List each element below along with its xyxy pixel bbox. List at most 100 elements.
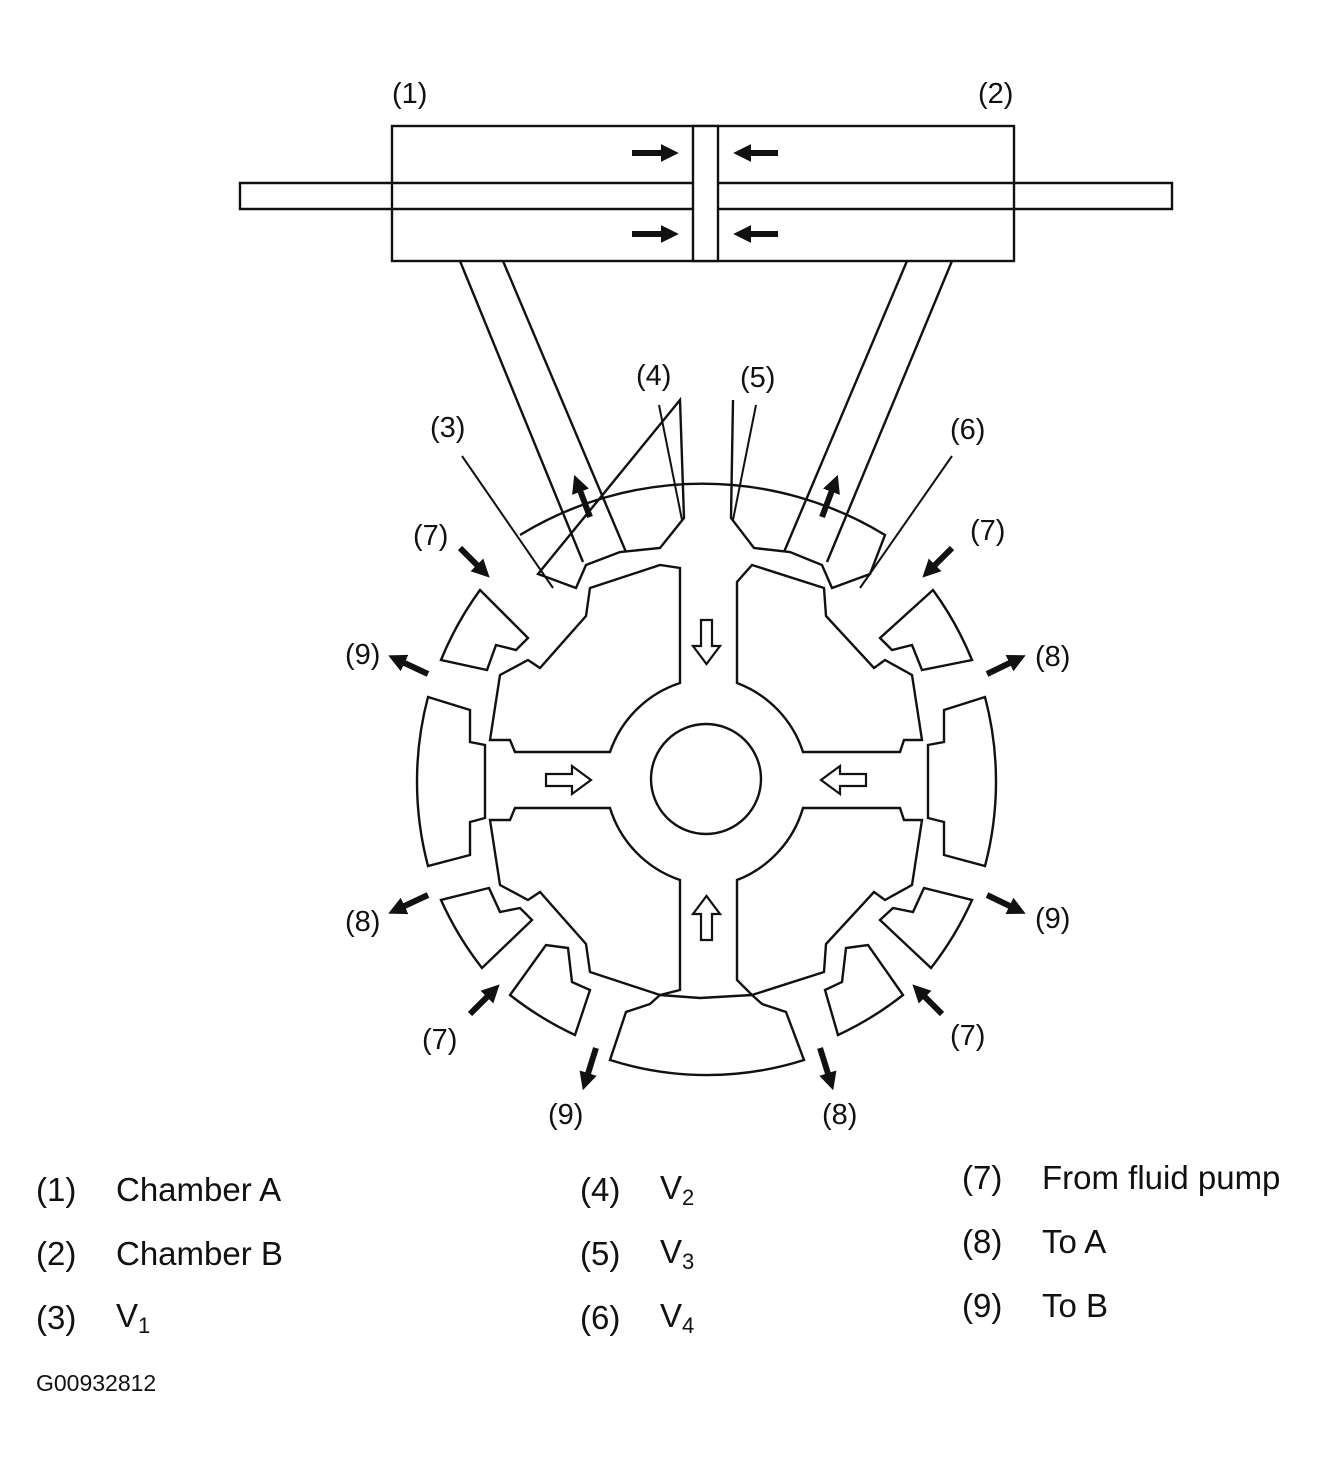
legend-subscript: 1 — [138, 1313, 151, 1338]
legend-text: From fluid pump — [1042, 1159, 1281, 1196]
rotary-valve-diagram: (1) (2) (3) (4) (5) (6) (7) (7) (9) (8) … — [238, 78, 1174, 1131]
label-from-pump-bottom-left: (7) — [422, 1024, 457, 1056]
legend-number: (2) — [36, 1235, 77, 1272]
arrow-to-b-right — [985, 892, 1026, 914]
rotor-quadrant-lower-left — [488, 806, 682, 997]
rod-inside-chamber — [392, 181, 1014, 211]
label-v3: (5) — [740, 362, 775, 394]
legend-item-v3: (5) V3 — [580, 1222, 694, 1286]
label-to-b-left: (9) — [345, 639, 380, 671]
arrow-from-pump-top-right — [922, 545, 955, 578]
arrow-from-pump-bottom-left — [467, 984, 500, 1017]
figure-code: G00932812 — [36, 1370, 157, 1396]
legend-symbol: V — [116, 1297, 139, 1334]
legend-symbol: V — [660, 1297, 683, 1334]
legend-number: (8) — [962, 1223, 1003, 1260]
rotor-quadrant-upper-right — [735, 563, 924, 754]
legend-item-to-a: (8) To A — [962, 1210, 1280, 1274]
power-cylinder — [238, 124, 1174, 263]
arrow-to-a-bottom — [817, 1047, 837, 1091]
legend-text: V2 — [660, 1169, 694, 1211]
rotor-shaft — [649, 722, 763, 836]
label-from-pump-top-left: (7) — [413, 520, 448, 552]
legend-item-from-pump: (7) From fluid pump — [962, 1146, 1280, 1210]
housing-bottom-left — [508, 943, 592, 1037]
internal-flow-arrows — [544, 618, 868, 942]
leader-v4 — [859, 455, 953, 589]
legend-item-v4: (6) V4 — [580, 1286, 694, 1350]
hollow-arrow-right — [544, 763, 593, 797]
legend-text: Chamber B — [116, 1235, 283, 1272]
housing-lower-left — [439, 886, 534, 970]
legend-text: Chamber A — [116, 1171, 282, 1208]
legend-column-2: (4) V2 (5) V3 (6) V4 — [580, 1158, 694, 1350]
legend-subscript: 2 — [682, 1185, 695, 1210]
arrow-from-pump-bottom-right — [912, 984, 945, 1017]
hollow-arrow-down — [690, 618, 723, 666]
label-from-pump-bottom-right: (7) — [950, 1020, 985, 1052]
label-v2: (4) — [636, 360, 671, 392]
legend-subscript: 4 — [682, 1313, 695, 1338]
leader-v2 — [658, 404, 683, 521]
label-to-b-right: (9) — [1035, 903, 1070, 935]
legend-number: (4) — [580, 1171, 621, 1208]
line-to-chamber-b — [782, 260, 954, 563]
legend-number: (6) — [580, 1299, 621, 1336]
hollow-arrow-left — [819, 763, 868, 797]
legend-text: V3 — [660, 1233, 694, 1275]
label-from-pump-top-right: (7) — [970, 515, 1005, 547]
label-v1: (3) — [430, 412, 465, 444]
legend-subscript: 3 — [682, 1249, 695, 1274]
arrow-to-b-left — [388, 654, 430, 677]
legend-text: To B — [1042, 1287, 1109, 1324]
label-v4: (6) — [950, 414, 985, 446]
legend-column-1: (1) Chamber A (2) Chamber B (3) V1 — [36, 1158, 283, 1350]
label-to-a-right: (8) — [1035, 641, 1070, 673]
legend-item-to-b: (9) To B — [962, 1274, 1280, 1338]
legend-symbol: V — [660, 1233, 683, 1270]
piston-rod — [238, 181, 1174, 211]
arrow-to-a-right — [985, 655, 1026, 677]
arrow-to-b-bottom — [579, 1047, 599, 1091]
leader-lines — [461, 404, 953, 589]
legend-text: V4 — [660, 1297, 694, 1339]
label-to-a-bottom: (8) — [822, 1099, 857, 1131]
housing-bottom-segment — [608, 993, 806, 1077]
housing-bottom-right — [823, 943, 905, 1037]
leader-v1 — [461, 455, 554, 589]
legend-item-chamber-a: (1) Chamber A — [36, 1158, 283, 1222]
label-chamber-b: (2) — [978, 78, 1013, 110]
arrow-to-a-left — [388, 892, 430, 915]
legend-item-v2: (4) V2 — [580, 1158, 694, 1222]
housing-upper-left — [439, 588, 530, 672]
arrow-line-b-up — [819, 474, 840, 519]
housing-lower-right — [878, 886, 974, 970]
piston — [691, 124, 720, 263]
rotor-quadrant-lower-right — [735, 806, 924, 997]
leader-v3 — [732, 404, 757, 521]
legend-number: (3) — [36, 1299, 77, 1336]
legend-number: (9) — [962, 1287, 1003, 1324]
flow-arrows — [388, 144, 1026, 1091]
housing-upper-right — [878, 588, 974, 672]
valve-rotor — [488, 563, 924, 997]
hydraulic-lines — [458, 260, 954, 563]
label-to-b-bottom: (9) — [548, 1099, 583, 1131]
legend-number: (5) — [580, 1235, 621, 1272]
housing-left-segment — [415, 695, 487, 868]
arrow-line-a-up — [572, 474, 593, 519]
legend-symbol: V — [660, 1169, 683, 1206]
housing-right-segment — [926, 695, 998, 868]
legend-number: (1) — [36, 1171, 77, 1208]
callout-labels: (1) (2) (3) (4) (5) (6) (7) (7) (9) (8) … — [345, 78, 1070, 1131]
legend-item-chamber-b: (2) Chamber B — [36, 1222, 283, 1286]
legend-column-3: (7) From fluid pump (8) To A (9) To B — [962, 1146, 1280, 1338]
hollow-arrow-up — [690, 894, 723, 942]
rotor-quadrant-upper-left — [488, 563, 682, 754]
legend-text: To A — [1042, 1223, 1107, 1260]
label-to-a-left: (8) — [345, 906, 380, 938]
legend-number: (7) — [962, 1159, 1003, 1196]
label-chamber-a: (1) — [392, 78, 427, 110]
line-to-chamber-a — [458, 260, 628, 563]
valve-housing — [415, 396, 998, 1077]
